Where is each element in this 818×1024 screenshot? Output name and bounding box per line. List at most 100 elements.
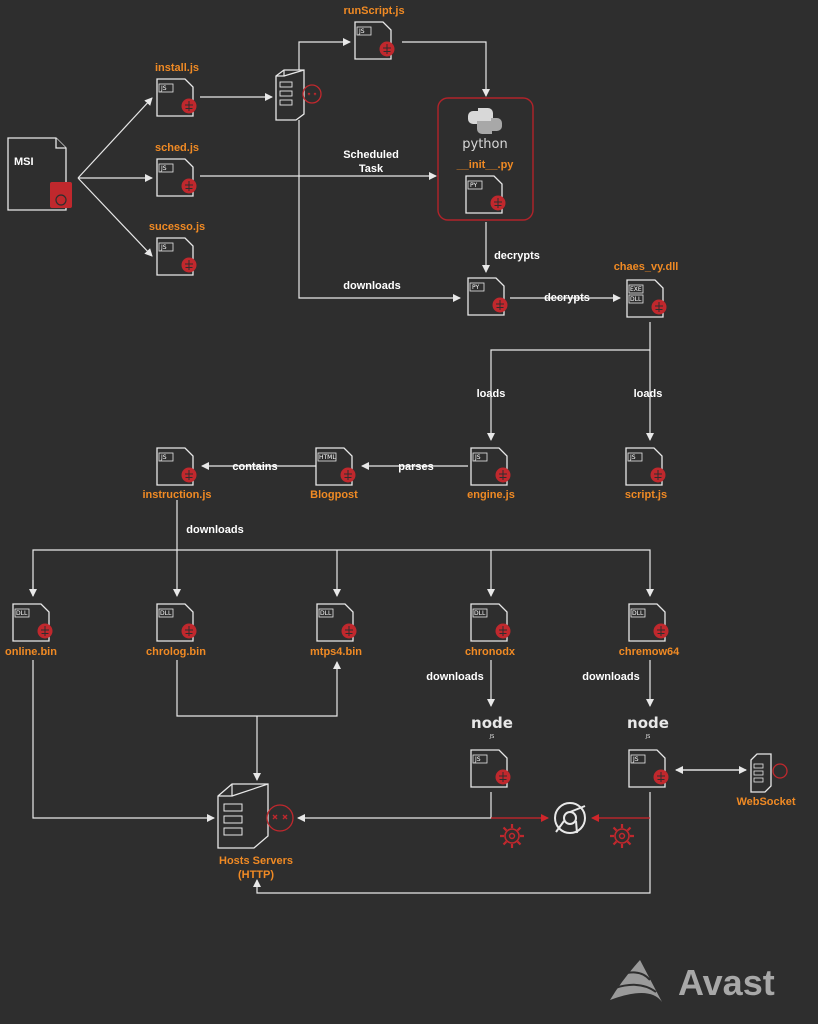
instruction-js-label: instruction.js — [142, 489, 211, 501]
bug-icon — [340, 467, 356, 483]
msi-tag: MSI — [14, 156, 34, 168]
init-py-label: __init__.py — [456, 159, 515, 171]
chrolog-bin-node: DLL chrolog.bin — [146, 603, 206, 658]
engine-js-label: engine.js — [467, 489, 515, 501]
gear-icon — [608, 822, 636, 850]
nodejs-logo-text-2: node — [627, 714, 669, 732]
avast-brand-text: Avast — [678, 962, 775, 1003]
engine-js-node: JS engine.js — [467, 447, 515, 501]
sched-js-node: sched.js JS — [155, 142, 199, 197]
chrolog-bin-label: chrolog.bin — [146, 646, 206, 658]
node-js-file-1: JS — [470, 749, 511, 788]
runscript-js-node: runScript.js JS — [343, 5, 405, 60]
msi-file-node: MSI — [7, 137, 72, 211]
script-js-node: JS script.js — [625, 447, 667, 501]
mtps4-bin-node: DLL mtps4.bin — [310, 603, 362, 658]
edge-label-downloads-1: downloads — [343, 280, 400, 292]
sucesso-js-node: sucesso.js JS — [149, 221, 205, 276]
edge-label-task: Task — [359, 163, 384, 175]
online-bin-tag: DLL — [16, 610, 28, 617]
edge-label-downloads-3: downloads — [426, 671, 483, 683]
skull-icon — [302, 84, 322, 104]
bug-icon — [653, 769, 669, 785]
install-js-node: install.js JS — [155, 62, 199, 117]
bug-icon — [495, 769, 511, 785]
edge-label-decrypts-2: decrypts — [544, 292, 590, 304]
chaes-dll-tag: DLL — [630, 296, 642, 303]
blogpost-node: HTML Blogpost — [310, 447, 358, 501]
python-logo-icon — [468, 108, 502, 134]
mtps4-bin-tag: DLL — [320, 610, 332, 617]
chronodx-label: chronodx — [465, 646, 516, 658]
bug-icon — [181, 257, 197, 273]
bug-icon — [341, 623, 357, 639]
edge-label-parses: parses — [398, 461, 433, 473]
decrypted-py-node: PY — [467, 277, 508, 316]
avast-logo: Avast — [610, 960, 775, 1003]
chronodx-node: DLL chronodx — [465, 603, 516, 658]
sched-js-tag: JS — [160, 165, 167, 172]
script-js-tag: JS — [629, 454, 636, 461]
edge-label-downloads-4: downloads — [582, 671, 639, 683]
nodejs-logo-icon: node JS — [471, 714, 513, 740]
install-js-tag: JS — [160, 85, 167, 92]
connectors — [29, 38, 747, 894]
edge-label-decrypts-1: decrypts — [494, 250, 540, 262]
bug-icon — [495, 623, 511, 639]
sucesso-js-label: sucesso.js — [149, 221, 205, 233]
chaes-exe-tag: EXE — [630, 286, 642, 293]
bug-icon — [181, 623, 197, 639]
chrome-icon — [554, 802, 586, 834]
bug-icon — [490, 195, 506, 211]
bug-icon — [50, 182, 72, 208]
bug-icon — [653, 623, 669, 639]
hosts-servers-label: Hosts Servers — [219, 855, 293, 867]
chronodx-tag: DLL — [474, 610, 486, 617]
bug-icon — [181, 467, 197, 483]
edge-label-scheduled: Scheduled — [343, 149, 399, 161]
gear-icon — [498, 822, 526, 850]
decrypted-py-tag: PY — [472, 284, 479, 291]
node-js-file-2: JS — [628, 749, 669, 788]
edge-label-loads-1: loads — [477, 388, 506, 400]
websocket-label: WebSocket — [736, 796, 795, 808]
skull-icon — [772, 763, 788, 779]
edge-labels: Scheduled Task decrypts downloads decryp… — [186, 149, 662, 683]
engine-js-tag: JS — [474, 454, 481, 461]
nodejs-logo-sub-1: JS — [489, 734, 495, 740]
chaes-dll-node: chaes_vy.dll EXE DLL — [614, 261, 679, 318]
sucesso-js-tag: JS — [160, 244, 167, 251]
chrolog-bin-tag: DLL — [160, 610, 172, 617]
online-bin-label: online.bin — [5, 646, 57, 658]
bug-icon — [379, 41, 395, 57]
bug-icon — [181, 98, 197, 114]
runscript-js-tag: JS — [358, 28, 365, 35]
runscript-js-label: runScript.js — [343, 5, 404, 17]
mtps4-bin-label: mtps4.bin — [310, 646, 362, 658]
nodejs-logo-sub-2: JS — [645, 734, 651, 740]
chaes-dll-label: chaes_vy.dll — [614, 261, 679, 273]
install-js-label: install.js — [155, 62, 199, 74]
python-container: python __init__.py PY — [437, 97, 534, 221]
script-js-label: script.js — [625, 489, 667, 501]
skull-icon — [266, 804, 294, 832]
bug-icon — [492, 297, 508, 313]
bug-icon — [651, 299, 667, 315]
bug-icon — [650, 467, 666, 483]
blogpost-tag: HTML — [319, 454, 336, 461]
node-js2-tag: JS — [632, 756, 639, 763]
chremow64-node: DLL chremow64 — [619, 603, 680, 658]
chremow64-tag: DLL — [632, 610, 644, 617]
chremow64-label: chremow64 — [619, 646, 680, 658]
edge-label-downloads-2: downloads — [186, 524, 243, 536]
server-tower-icon — [275, 69, 322, 121]
init-py-tag: PY — [470, 182, 477, 189]
blogpost-label: Blogpost — [310, 489, 358, 501]
avast-swoosh-icon — [610, 960, 662, 1002]
bug-icon — [37, 623, 53, 639]
nodejs-logo-text-1: node — [471, 714, 513, 732]
bug-icon — [495, 467, 511, 483]
edge-label-contains: contains — [232, 461, 277, 473]
hosts-servers-sub: (HTTP) — [238, 869, 274, 881]
